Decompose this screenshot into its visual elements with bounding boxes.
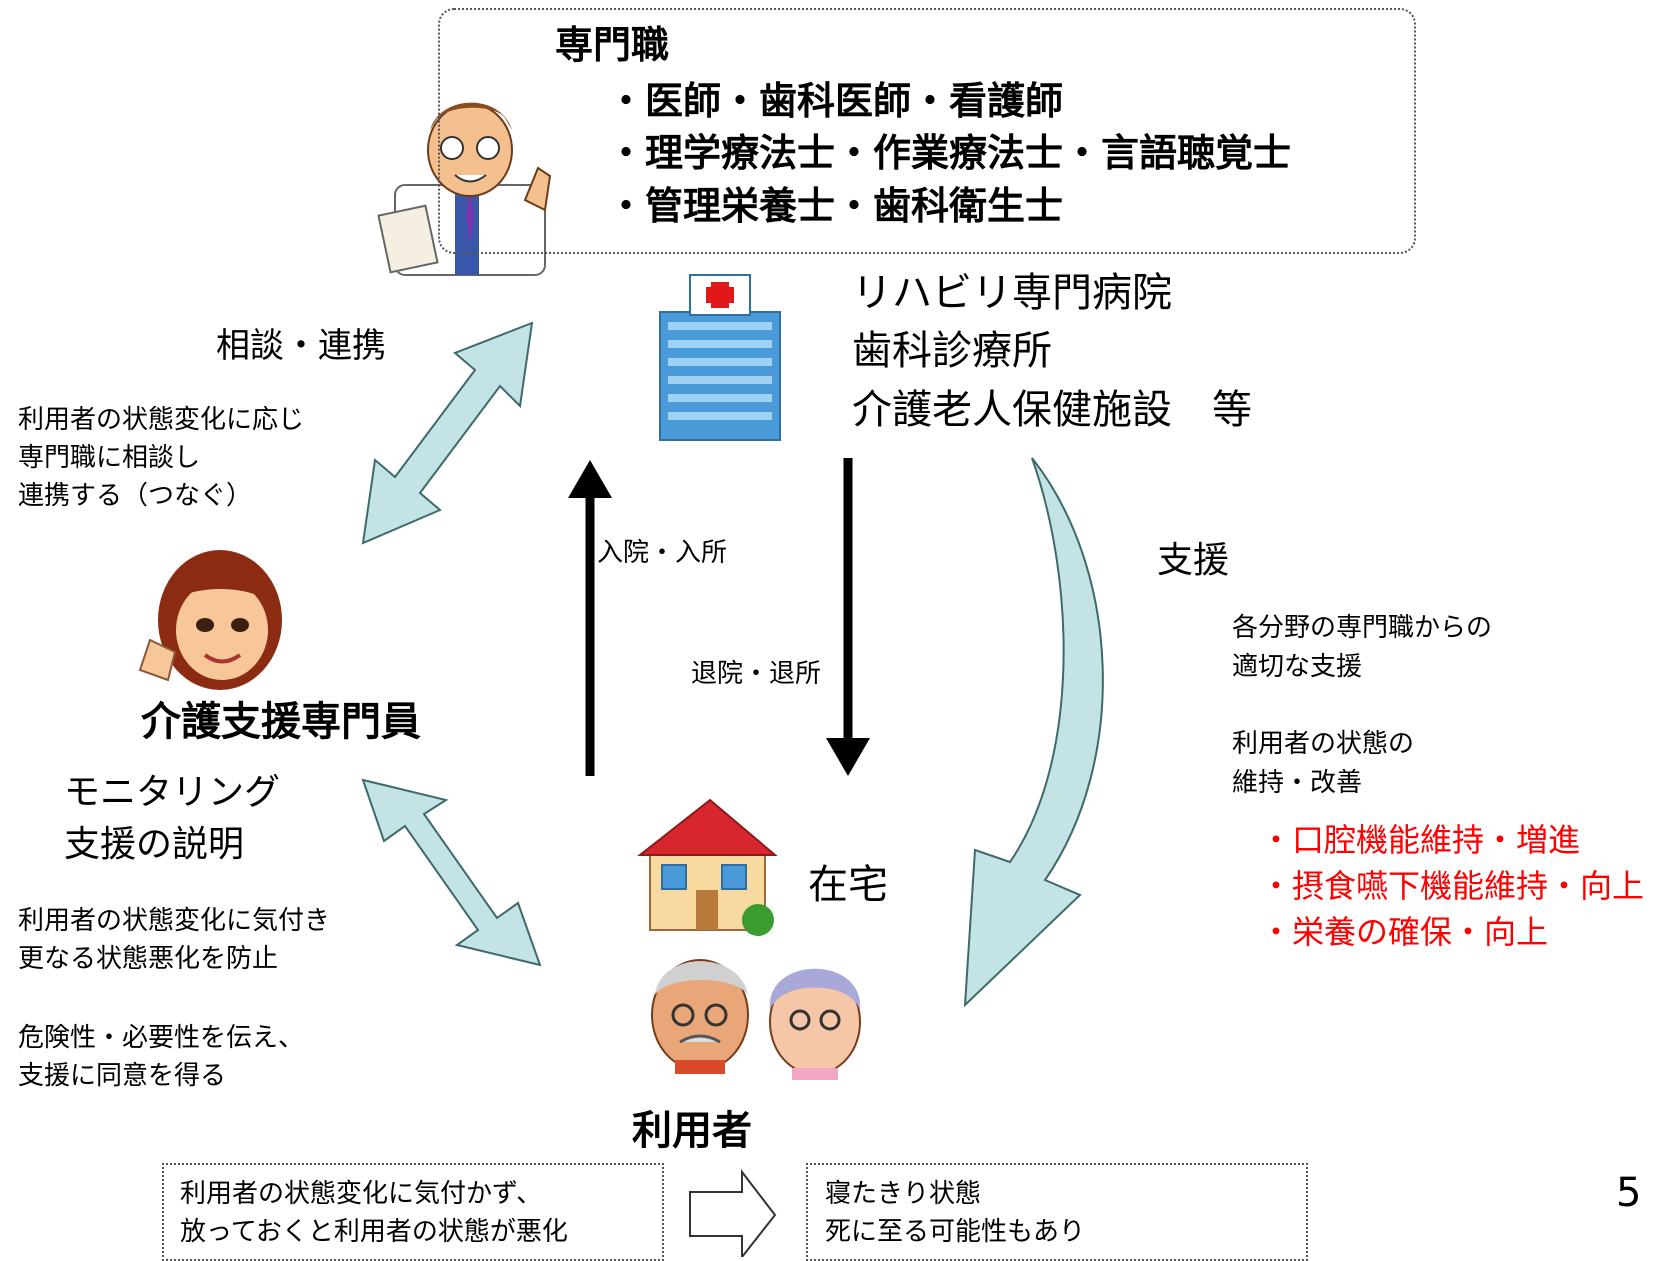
care-manager-desc2-2: 支援に同意を得る [18,1061,227,1091]
discharge-arrow-head [826,738,870,776]
care-manager-woman-icon [138,550,282,690]
support-item-2: ・摂食嚥下機能維持・向上 [1260,867,1645,905]
support-desc1-1: 各分野の専門職からの [1232,613,1493,643]
support-item-1: ・口腔機能維持・増進 [1260,821,1581,859]
care-manager-desc2-1: 危険性・必要性を伝え、 [18,1023,305,1053]
home-label: 在宅 [808,862,888,908]
facility-line-2: 歯科診療所 [852,328,1052,374]
professionals-box [438,8,1416,254]
care-manager-desc1-1: 利用者の状態変化に気付き [18,906,331,936]
outcome-left-line-2: 放っておくと利用者の状態が悪化 [180,1217,568,1247]
elderly-couple-icon [651,959,861,1080]
hospital-building-icon [659,274,781,441]
support-item-3: ・栄養の確保・向上 [1260,913,1549,951]
professionals-line-3: ・管理栄養士・歯科衛生士 [607,184,1064,228]
discharge-label: 退院・退所 [691,659,822,689]
consult-label: 相談・連携 [216,326,386,366]
professionals-line-1: ・医師・歯科医師・看護師 [607,79,1064,123]
support-desc2-2: 維持・改善 [1232,768,1363,798]
care-manager-desc1-2: 更なる状態悪化を防止 [18,944,279,974]
facility-line-3: 介護老人保健施設 等 [852,387,1252,433]
care-manager-role-2: 支援の説明 [64,824,245,865]
admission-label: 入院・入所 [597,538,728,568]
consult-desc-2: 専門職に相談し [18,443,201,473]
outcome-arrow [689,1169,777,1257]
consult-desc-1: 利用者の状態変化に応じ [18,405,305,435]
outcome-right-line-1: 寝たきり状態 [825,1179,982,1209]
consult-double-arrow [361,321,534,545]
monitoring-double-arrow [361,778,542,967]
house-icon [637,798,778,936]
care-manager-title: 介護支援専門員 [141,699,421,745]
facility-line-1: リハビリ専門病院 [852,270,1172,316]
professionals-title: 専門職 [555,23,670,67]
support-label: 支援 [1157,540,1230,581]
consult-desc-3: 連携する（つなぐ） [18,481,253,511]
care-manager-role-1: モニタリング [64,772,281,813]
support-desc2-1: 利用者の状態の [1232,729,1415,759]
support-desc1-2: 適切な支援 [1232,652,1363,682]
page-number: 5 [1616,1170,1642,1216]
user-title: 利用者 [632,1108,752,1154]
outcome-left-line-1: 利用者の状態変化に気付かず、 [180,1179,543,1209]
professionals-line-2: ・理学療法士・作業療法士・言語聴覚士 [607,131,1292,175]
admission-arrow-head [568,460,612,498]
support-curved-arrow [963,457,1104,1008]
outcome-right-line-2: 死に至る可能性もあり [825,1217,1086,1247]
